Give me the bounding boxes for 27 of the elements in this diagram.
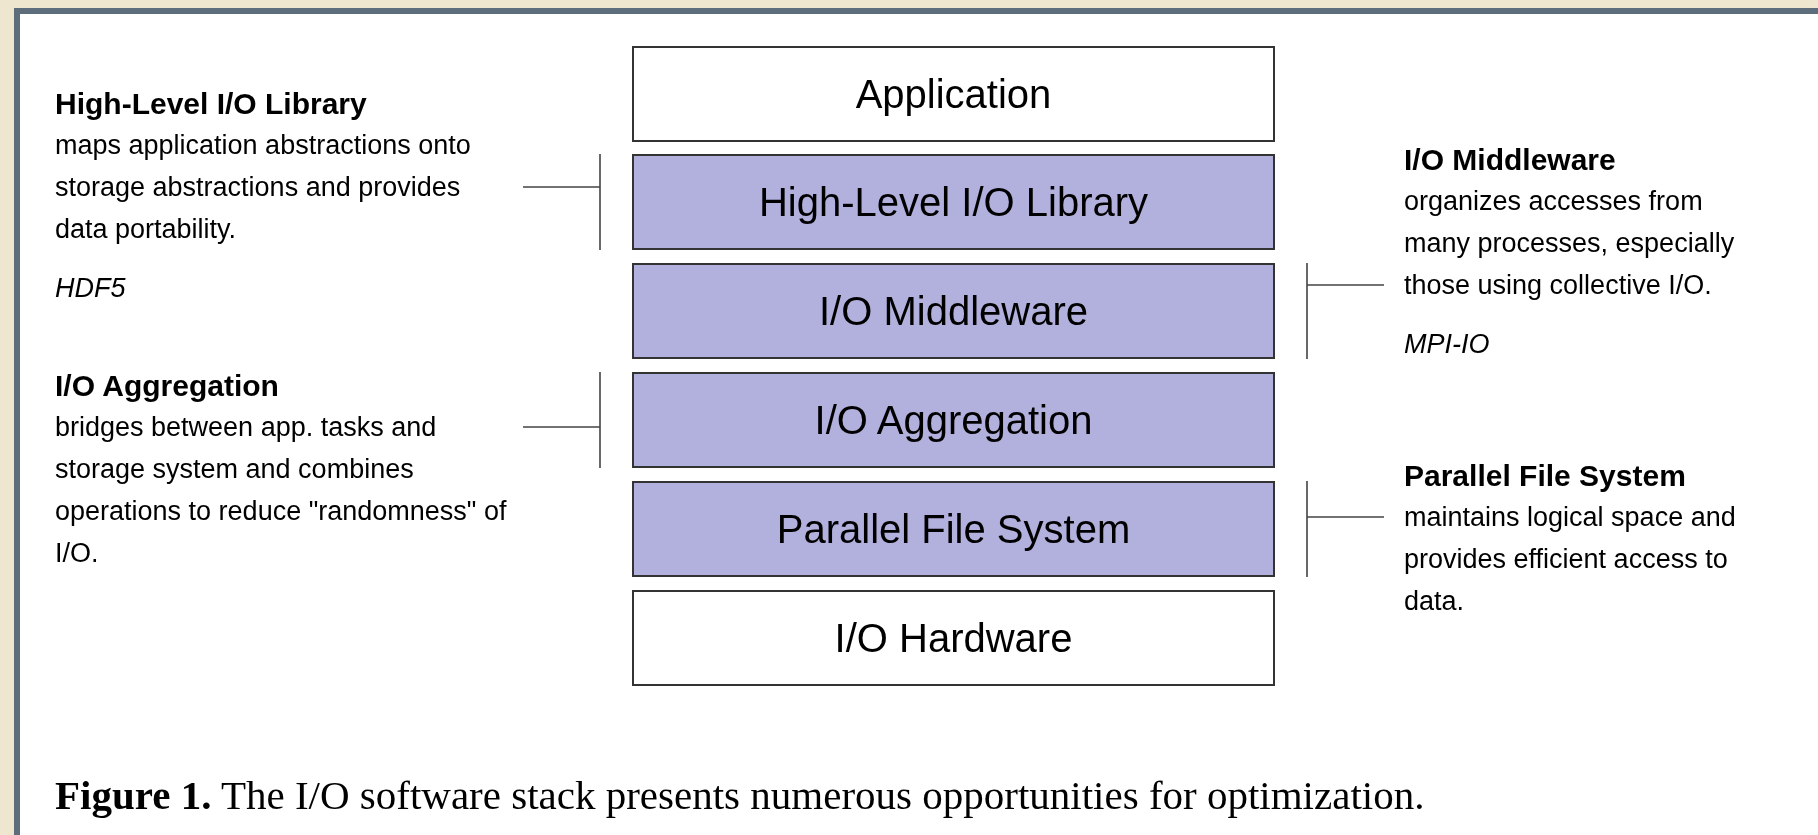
annotation-heading: I/O Middleware bbox=[1404, 142, 1617, 178]
annotation-heading: Parallel File System bbox=[1404, 458, 1687, 494]
leader-line bbox=[522, 371, 601, 469]
annotation-text: maps application abstractions onto storage abstractions and provides data portability. bbox=[55, 129, 472, 246]
annotation-text: organizes accesses from many processes, especially those using collective I/O. bbox=[1404, 185, 1736, 302]
annotation-heading: High-Level I/O Library bbox=[55, 86, 368, 122]
layer-label: I/O Middleware bbox=[819, 291, 1088, 331]
annotation-text: maintains logical space and provides efficient access to data. bbox=[1404, 501, 1737, 618]
layer-label: High-Level I/O Library bbox=[758, 182, 1148, 222]
leader-line bbox=[1306, 480, 1385, 578]
layer-label: Application bbox=[855, 74, 1052, 114]
leader-line bbox=[522, 153, 601, 251]
layer-label: Parallel File System bbox=[776, 509, 1131, 549]
example-text: HDF5 bbox=[55, 272, 127, 305]
figure-caption: Figure 1. The I/O software stack presents numerous opportunities for optimization. bbox=[55, 771, 1425, 820]
layer-label: I/O Hardware bbox=[834, 618, 1073, 658]
layer-box bbox=[632, 263, 1275, 359]
annotation-heading: I/O Aggregation bbox=[55, 368, 280, 404]
layer-box bbox=[632, 590, 1275, 686]
layer-box bbox=[632, 372, 1275, 468]
layer-label: I/O Aggregation bbox=[814, 400, 1093, 440]
example-text: MPI-IO bbox=[1404, 328, 1491, 361]
leader-line bbox=[1306, 262, 1385, 360]
annotation-text: bridges between app. tasks and storage system and combines operations to reduce "randomness" of I/O. bbox=[55, 411, 508, 570]
layer-box bbox=[632, 46, 1275, 142]
layer-box bbox=[632, 481, 1275, 577]
layer-box bbox=[632, 154, 1275, 250]
